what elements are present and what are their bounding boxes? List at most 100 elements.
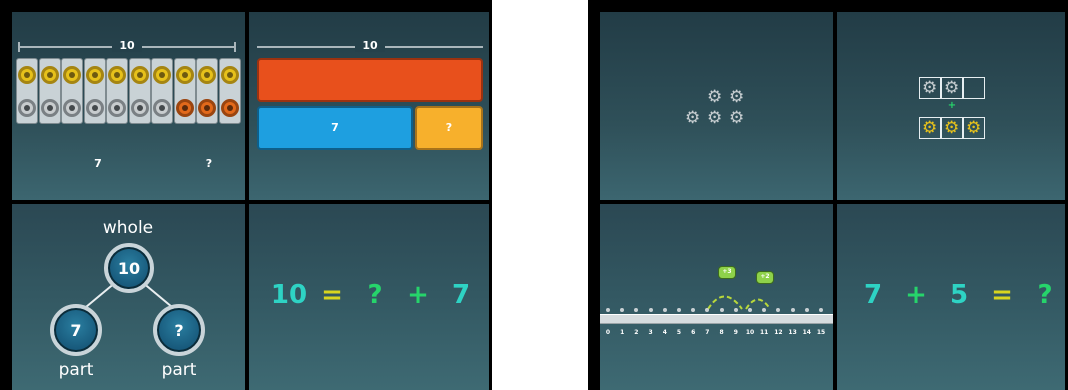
- right-part-value: ?: [157, 321, 201, 340]
- number-line-label: 12: [773, 329, 783, 336]
- bead-slot: [196, 58, 218, 124]
- hop-label-1: +3: [719, 268, 735, 275]
- hop-label-2: +2: [757, 273, 773, 280]
- nut-icon: [86, 99, 104, 117]
- nut-icon: [198, 99, 216, 117]
- number-line-label: 1: [617, 329, 627, 336]
- bracket-tick-right: [234, 42, 236, 52]
- equation-token: 7: [853, 280, 893, 310]
- nut-icon: [108, 99, 126, 117]
- equation-token: 7: [441, 280, 481, 310]
- equation-token: =: [312, 280, 352, 310]
- number-line-label: 4: [660, 329, 670, 336]
- gear-icon: ⚙: [922, 120, 937, 137]
- left-part-label: part: [46, 360, 106, 380]
- equation-token: ?: [1025, 280, 1065, 310]
- gear-icon: ⚙: [922, 80, 937, 97]
- left-board: 10 7 ? 10 7 ? whole 10 7 ? part part: [0, 0, 492, 390]
- nut-icon: [108, 66, 126, 84]
- number-line-label: 8: [717, 329, 727, 336]
- frame-box-bottom-2: ⚙: [941, 117, 963, 139]
- bead-model-cell: 10 7 ?: [12, 12, 245, 200]
- gear-icon: ⚙: [729, 110, 744, 127]
- bead-slot: [39, 58, 61, 124]
- number-line-label: 6: [688, 329, 698, 336]
- left-part-value: 7: [54, 321, 98, 340]
- bar-model-cell: 10 7 ?: [249, 12, 489, 200]
- right-part-label: part: [149, 360, 209, 380]
- number-line-peg: [677, 308, 681, 312]
- nut-icon: [221, 66, 239, 84]
- unknown-part-bar-label: ?: [417, 121, 481, 134]
- equation-left: 10=?+7: [249, 204, 489, 390]
- nut-icon: [41, 66, 59, 84]
- nut-icon: [198, 66, 216, 84]
- part-whole-cell: whole 10 7 ? part part: [12, 204, 245, 390]
- bead-known-part-label: 7: [88, 157, 108, 170]
- gear-icon: ⚙: [944, 120, 959, 137]
- equation-token: ?: [355, 280, 395, 310]
- nut-icon: [176, 66, 194, 84]
- bead-slot: [16, 58, 38, 124]
- equation-token: 10: [269, 280, 309, 310]
- hop-arcs: [600, 204, 833, 390]
- nut-icon: [18, 99, 36, 117]
- equation-cell-left: 10=?+7: [249, 204, 489, 390]
- bead-slot: [151, 58, 173, 124]
- frame-box-bottom-3: ⚙: [963, 117, 985, 139]
- nut-icon: [63, 99, 81, 117]
- hop-badge-1: +3: [718, 266, 736, 279]
- unknown-part-bar: ?: [415, 106, 483, 150]
- nut-icon: [153, 66, 171, 84]
- right-part-circle: ?: [153, 304, 205, 356]
- gear-icon: ⚙: [707, 89, 722, 106]
- number-line-peg: [748, 308, 752, 312]
- equation-cell-right: 7+5=?: [837, 204, 1065, 390]
- nut-icon: [176, 99, 194, 117]
- number-line-peg: [606, 308, 610, 312]
- bead-unknown-part-label: ?: [199, 157, 219, 170]
- number-line-peg: [663, 308, 667, 312]
- bead-slot: [129, 58, 151, 124]
- number-line-peg: [805, 308, 809, 312]
- nut-icon: [41, 99, 59, 117]
- bead-total-label: 10: [112, 39, 142, 52]
- equation-token: =: [982, 280, 1022, 310]
- left-part-circle: 7: [50, 304, 102, 356]
- number-line-peg: [819, 308, 823, 312]
- number-line-peg: [791, 308, 795, 312]
- number-line-label: 14: [802, 329, 812, 336]
- number-line-label: 5: [674, 329, 684, 336]
- number-line-label: 15: [816, 329, 826, 336]
- number-line-label: 3: [646, 329, 656, 336]
- hop-badge-2: +2: [756, 271, 774, 284]
- frame-box-top-1: ⚙: [919, 77, 941, 99]
- gear-icon: ⚙: [966, 120, 981, 137]
- gear-icon: ⚙: [944, 80, 959, 97]
- equation-right: 7+5=?: [837, 204, 1065, 390]
- frame-box-top-2: ⚙: [941, 77, 963, 99]
- number-line-peg: [734, 308, 738, 312]
- bead-slot: [219, 58, 241, 124]
- number-line-peg: [649, 308, 653, 312]
- nut-icon: [63, 66, 81, 84]
- whole-bar: [257, 58, 483, 102]
- number-line-label: 10: [745, 329, 755, 336]
- number-line-label: 11: [759, 329, 769, 336]
- number-line-peg: [720, 308, 724, 312]
- number-line-label: 7: [702, 329, 712, 336]
- equation-token: 5: [939, 280, 979, 310]
- gear-icon: ⚙: [707, 110, 722, 127]
- gear-group-cell: ⚙ ⚙ ⚙ ⚙ ⚙: [600, 12, 833, 200]
- number-line-label: 2: [631, 329, 641, 336]
- bar-total-label: 10: [355, 39, 385, 52]
- bracket-tick-left: [18, 42, 20, 52]
- number-line-label: 9: [731, 329, 741, 336]
- gear-icon: ⚙: [729, 89, 744, 106]
- whole-circle: 10: [104, 243, 154, 293]
- number-line-label: 13: [788, 329, 798, 336]
- frame-box-bottom-1: ⚙: [919, 117, 941, 139]
- bead-slot: [106, 58, 128, 124]
- bead-slot: [84, 58, 106, 124]
